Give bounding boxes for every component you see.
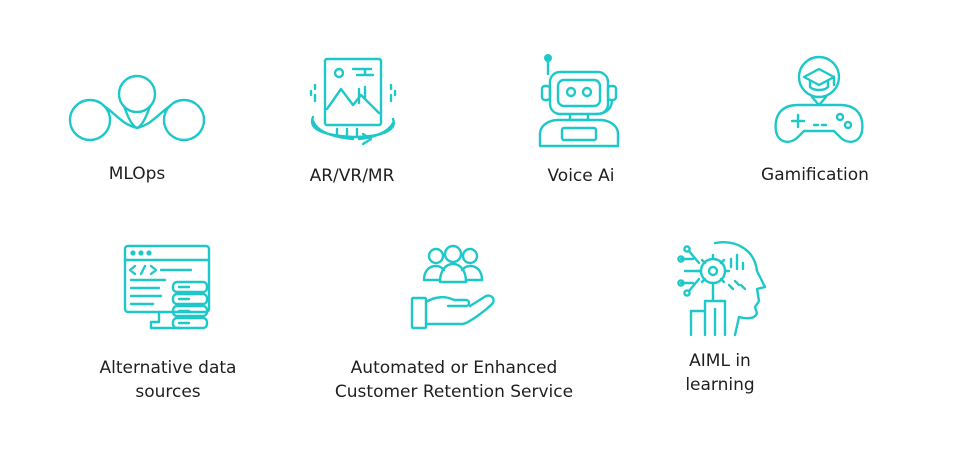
gamification-label: Gamification [761, 165, 869, 185]
hand-holding-people-icon [408, 244, 498, 332]
alternative-data-sources-label: Alternative data sources [99, 358, 237, 402]
ar-vr-mr-icon [307, 55, 399, 150]
ar-vr-mr-label: AR/VR/MR [309, 166, 395, 186]
voice-ai-label: Voice Ai [547, 166, 615, 186]
customer-retention-service-label: Automated or Enhanced Customer Retention… [334, 358, 574, 402]
mlops-label: MLOps [108, 164, 166, 184]
ai-head-gear-icon [675, 237, 769, 337]
robot-voice-assistant-icon [534, 52, 624, 148]
mlops-loops-icon [66, 72, 208, 144]
gamepad-graduation-icon [770, 55, 868, 147]
aiml-in-learning-label: AIML in learning [685, 351, 755, 395]
monitor-code-database-icon [121, 242, 215, 334]
